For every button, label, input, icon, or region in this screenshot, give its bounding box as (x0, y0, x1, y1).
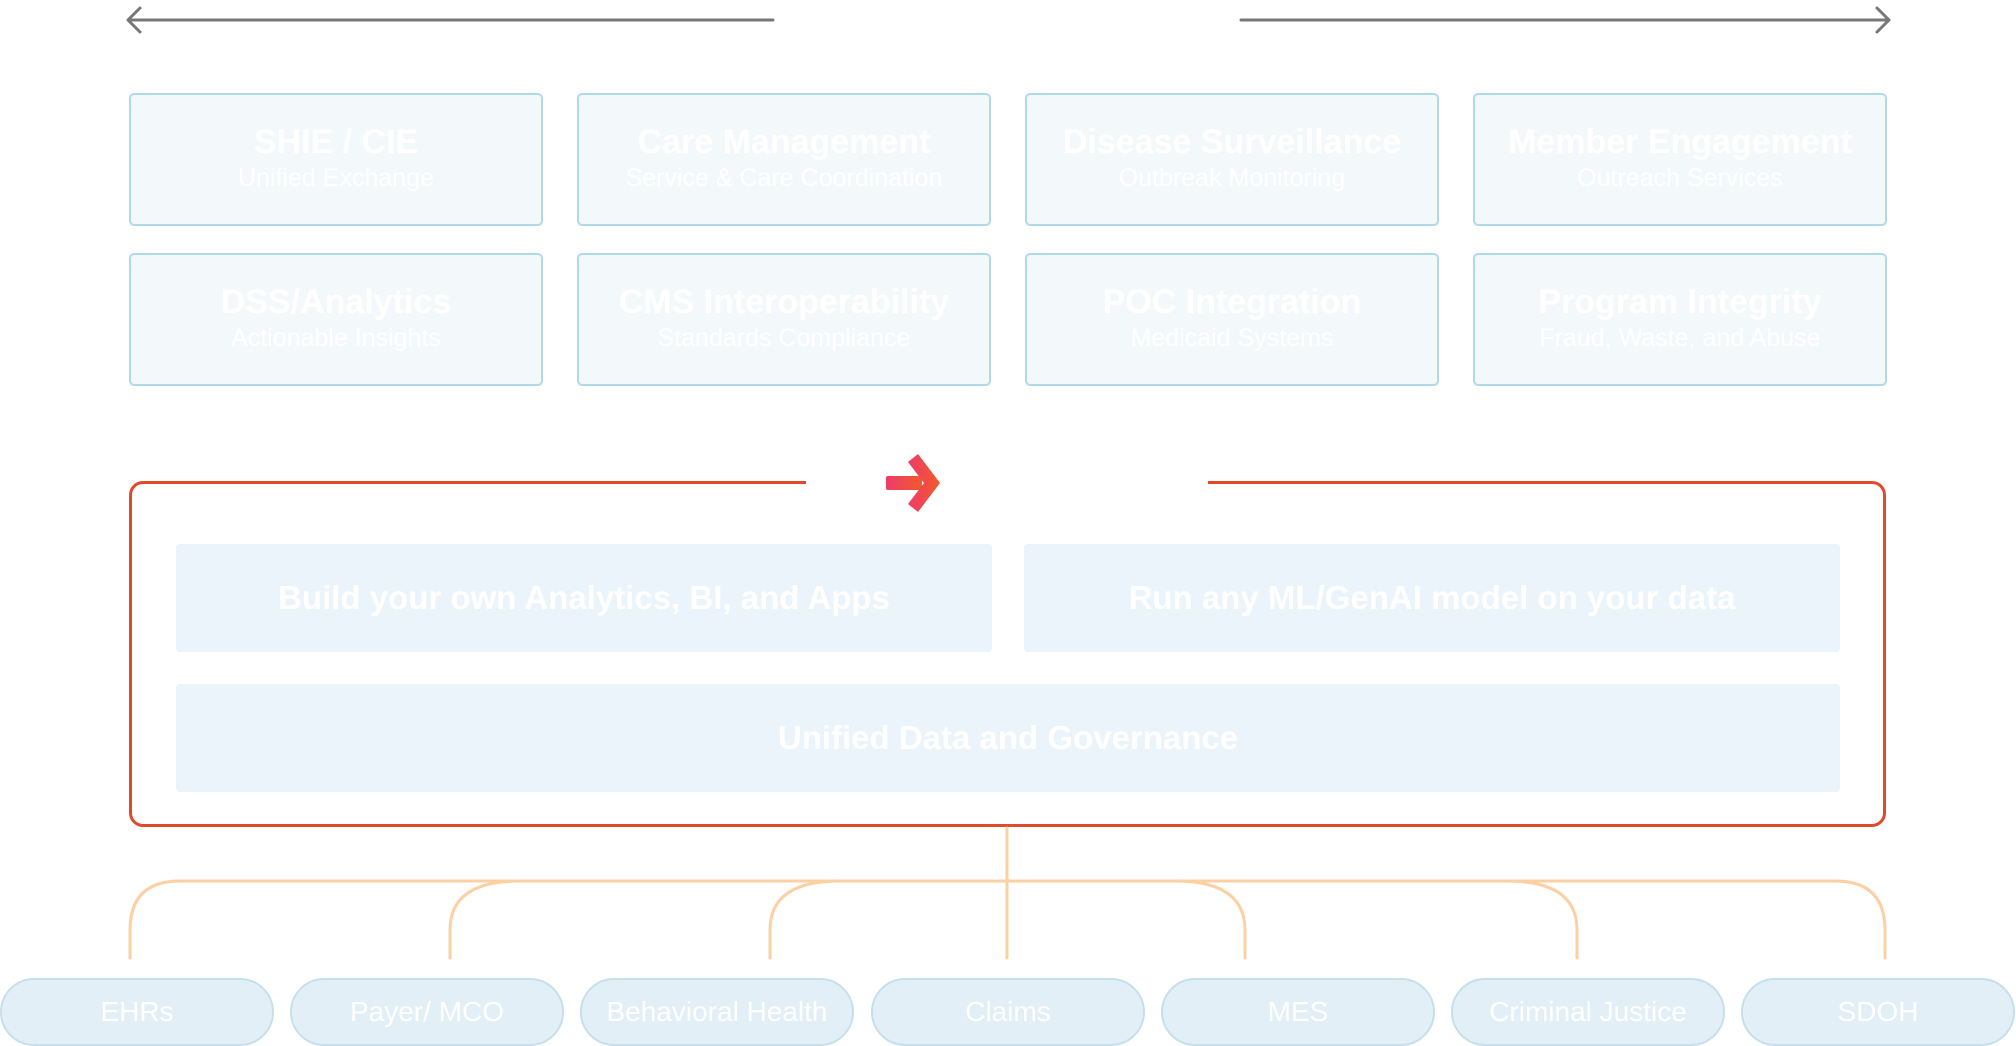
card-title: DSS/Analytics (220, 282, 452, 321)
source-label: SDOH (1837, 996, 1919, 1027)
card-subtitle: Outbreak Monitoring (1118, 163, 1346, 192)
source-pill-behavioral-health[interactable]: Behavioral Health (580, 978, 854, 1046)
card-title: Care Management (637, 122, 931, 161)
source-pill-criminal-justice[interactable]: Criminal Justice (1451, 978, 1725, 1046)
card-subtitle: Actionable Insights (231, 323, 441, 352)
use-case-card-member-engagement[interactable]: Member Engagement Outreach Services (1473, 93, 1887, 226)
card-subtitle: Service & Care Coordination (625, 163, 943, 192)
use-case-card-shie-cie[interactable]: SHIE / CIE Unified Exchange (129, 93, 543, 226)
ml-genai-panel[interactable]: Run any ML/GenAI model on your data (1024, 544, 1840, 652)
platform-header-gap (806, 475, 1208, 491)
build-analytics-panel[interactable]: Build your own Analytics, BI, and Apps (176, 544, 992, 652)
scope-arrows (126, 6, 1891, 34)
source-pill-sdoh[interactable]: SDOH (1741, 978, 2015, 1046)
card-title: SHIE / CIE (253, 122, 419, 161)
card-subtitle: Unified Exchange (238, 163, 434, 192)
unified-data-panel[interactable]: Unified Data and Governance (176, 684, 1840, 792)
left-arrow-icon (126, 6, 775, 34)
build-analytics-label: Build your own Analytics, BI, and Apps (278, 579, 890, 616)
card-subtitle: Standards Compliance (657, 323, 911, 352)
source-label: Behavioral Health (606, 996, 828, 1027)
card-title: Disease Surveillance (1062, 122, 1402, 161)
use-case-card-dss-analytics[interactable]: DSS/Analytics Actionable Insights (129, 253, 543, 386)
use-case-card-cms-interoperability[interactable]: CMS Interoperability Standards Complianc… (577, 253, 991, 386)
card-title: Member Engagement (1508, 122, 1852, 161)
source-label: EHRs (100, 996, 174, 1027)
unified-data-label: Unified Data and Governance (777, 719, 1239, 756)
source-label: Claims (965, 996, 1051, 1027)
brand-logo-icon (886, 454, 940, 512)
right-arrow-icon (1239, 6, 1891, 34)
use-case-card-poc-integration[interactable]: POC Integration Medicaid Systems (1025, 253, 1439, 386)
source-pill-claims[interactable]: Claims (871, 978, 1145, 1046)
source-label: Criminal Justice (1489, 996, 1687, 1027)
source-label: MES (1267, 996, 1329, 1027)
card-subtitle: Outreach Services (1577, 163, 1783, 192)
use-case-card-care-management[interactable]: Care Management Service & Care Coordinat… (577, 93, 991, 226)
card-title: CMS Interoperability (618, 282, 950, 321)
source-pill-ehrs[interactable]: EHRs (0, 978, 274, 1046)
card-title: POC Integration (1102, 282, 1362, 321)
card-subtitle: Medicaid Systems (1130, 323, 1334, 352)
use-case-card-program-integrity[interactable]: Program Integrity Fraud, Waste, and Abus… (1473, 253, 1887, 386)
source-label: Payer/ MCO (349, 996, 505, 1027)
card-title: Program Integrity (1538, 282, 1822, 321)
use-case-card-disease-surveillance[interactable]: Disease Surveillance Outbreak Monitoring (1025, 93, 1439, 226)
source-pill-payer-mco[interactable]: Payer/ MCO (290, 978, 564, 1046)
source-pill-mes[interactable]: MES (1161, 978, 1435, 1046)
card-subtitle: Fraud, Waste, and Abuse (1539, 323, 1821, 352)
ml-genai-label: Run any ML/GenAI model on your data (1128, 579, 1736, 616)
